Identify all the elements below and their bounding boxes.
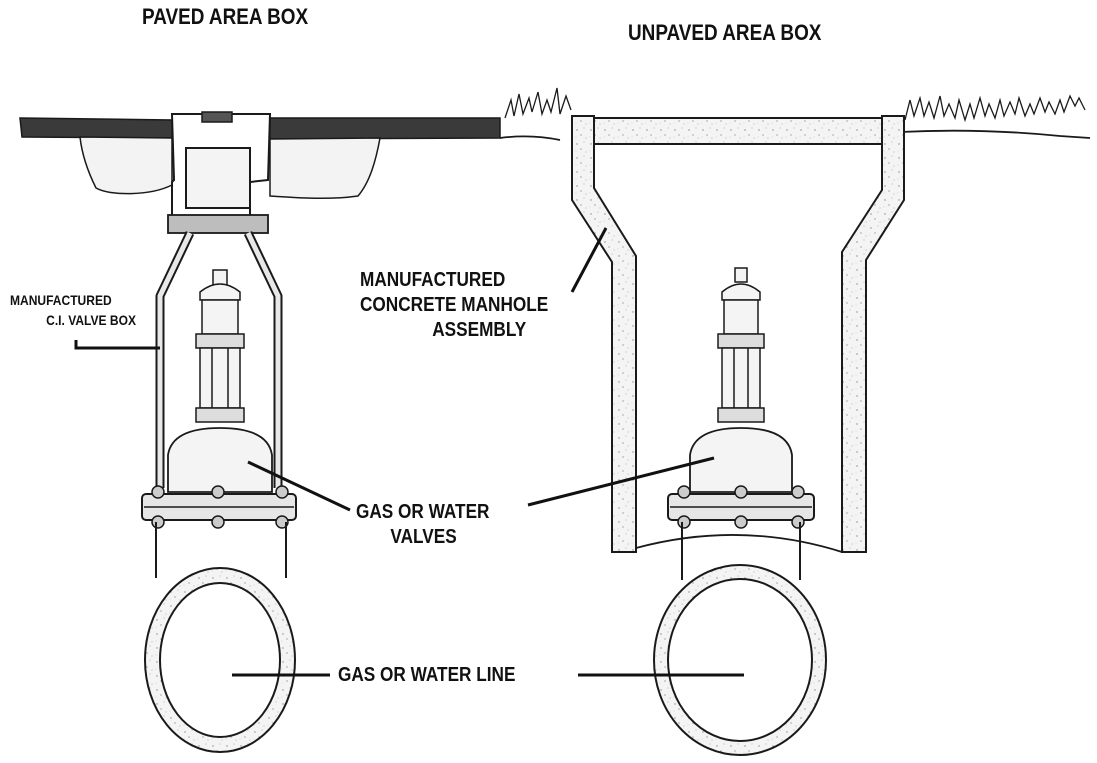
gate-valve-right (667, 267, 815, 580)
label-ci-valve-box-line2: C.I. VALVE BOX (46, 312, 136, 328)
paved-area-box (19, 111, 501, 753)
gate-valve-left (141, 269, 297, 578)
grass-tuft-left (504, 87, 572, 119)
label-manhole-line3: ASSEMBLY (432, 319, 527, 341)
label-ci-valve-box-line1: MANUFACTURED (10, 292, 112, 308)
asphalt-surface-right (269, 117, 501, 140)
grass-tuft-right (904, 94, 1086, 123)
valve-box-riser (185, 147, 251, 209)
manhole-bottom-opening (635, 534, 843, 553)
label-gas-water-valves: GAS OR WATER VALVES (356, 500, 489, 550)
pipe-left (144, 567, 296, 753)
label-valves-line1: GAS OR WATER (356, 501, 490, 523)
leader-valve-left (247, 460, 351, 512)
label-manhole-line2: CONCRETE MANHOLE (360, 294, 549, 316)
unpaved-area-box (499, 87, 1091, 756)
label-concrete-manhole: MANUFACTURED CONCRETE MANHOLE ASSEMBLY (360, 268, 548, 343)
label-valves-line2: VALVES (390, 526, 457, 548)
manhole-top-slab (593, 117, 885, 145)
leader-manhole (570, 227, 608, 293)
paved-base-soil (79, 136, 173, 195)
manhole-left-wall (571, 115, 637, 553)
label-manhole-line1: MANUFACTURED (360, 269, 506, 291)
leader-valve-right (527, 456, 715, 507)
leader-lines (74, 227, 744, 677)
asphalt-surface-left (19, 117, 173, 139)
title-unpaved-area-box: UNPAVED AREA BOX (628, 20, 822, 45)
manhole-right-wall (841, 115, 905, 553)
valve-box-lid (201, 111, 233, 123)
leader-ci-valve-box (74, 340, 160, 350)
label-ci-valve-box: MANUFACTURED C.I. VALVE BOX (10, 290, 136, 330)
valve-box-flange (167, 214, 269, 234)
title-paved-area-box: PAVED AREA BOX (142, 4, 309, 29)
ground-surface (499, 129, 1091, 141)
pipe-right (653, 564, 827, 756)
paved-base-soil-right (269, 137, 381, 200)
label-gas-water-line: GAS OR WATER LINE (338, 664, 516, 686)
